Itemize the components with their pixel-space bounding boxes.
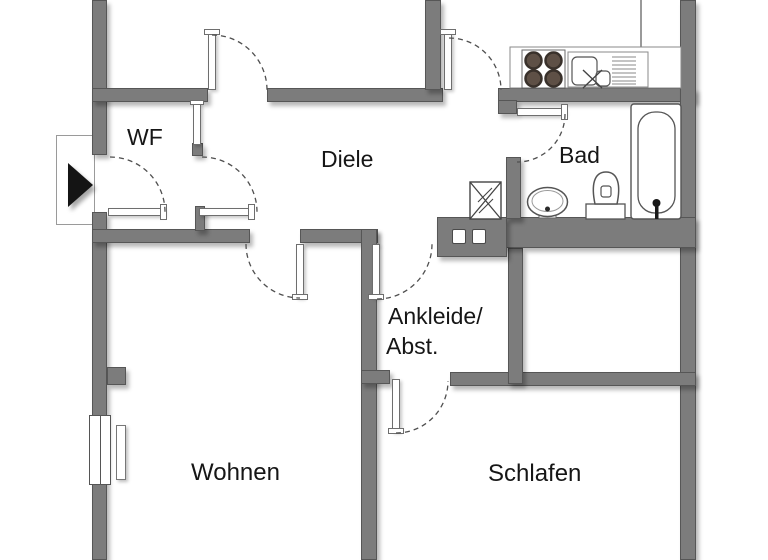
- room-label-schlafen: Schlafen: [488, 460, 582, 487]
- wall-top-a: [92, 88, 208, 102]
- wall-wf-bottom: [92, 229, 250, 243]
- shaft-duct-icon: [472, 229, 486, 244]
- door-leaf: [193, 103, 201, 145]
- room-label-wohnen: Wohnen: [191, 459, 280, 486]
- room-label-wf: WF: [127, 124, 163, 150]
- door-arc: [376, 243, 433, 300]
- wall-ankleide-stub: [361, 370, 390, 384]
- wall-kitchen-divider: [425, 0, 441, 90]
- window-casement: [116, 425, 126, 480]
- room-label-ankleide-line1: Ankleide/: [388, 303, 483, 329]
- toilet-icon: [585, 171, 626, 220]
- door-cap: [190, 100, 204, 105]
- room-label-ankleide-line2: Abst.: [386, 333, 439, 359]
- door-cap: [388, 428, 404, 434]
- door-arc: [448, 37, 502, 91]
- door-cap: [440, 29, 456, 35]
- washbasin-icon: [526, 186, 569, 219]
- kitchen-sink-icon: [567, 51, 649, 89]
- room-label-diele: Diele: [321, 146, 374, 172]
- door-cap: [292, 294, 308, 300]
- window-icon: [89, 415, 111, 485]
- wall-top-c: [498, 88, 696, 102]
- washing-machine-icon: [469, 181, 502, 220]
- wall-left-upper: [92, 0, 107, 155]
- door-arc: [516, 113, 566, 163]
- wall-left-lower: [92, 212, 107, 560]
- shaft-duct-icon: [452, 229, 466, 244]
- wall-diele-wohnen: [300, 229, 378, 243]
- wall-top-c-foot: [498, 100, 517, 114]
- wall-left-tab: [107, 367, 126, 385]
- door-leaf: [199, 208, 249, 216]
- bathtub-icon: [630, 103, 682, 220]
- room-label-bad: Bad: [559, 142, 600, 168]
- wall-schlafen-top: [450, 372, 696, 386]
- door-leaf: [372, 244, 380, 298]
- entrance-porch: [56, 135, 95, 225]
- door-leaf: [108, 208, 164, 216]
- door-cap: [561, 104, 568, 120]
- door-cap: [248, 204, 255, 220]
- wall-right: [680, 0, 696, 560]
- door-cap: [368, 294, 384, 300]
- stove-icon: [524, 51, 563, 88]
- wall-ankleide-right: [508, 248, 523, 384]
- door-leaf: [392, 379, 400, 432]
- door-arc: [395, 380, 449, 434]
- door-arc: [109, 156, 166, 213]
- door-leaf: [517, 108, 565, 116]
- door-arc: [245, 243, 301, 299]
- door-leaf: [296, 244, 304, 298]
- kitchen-counter-icon: [509, 46, 682, 89]
- wall-wf-pier: [195, 206, 205, 231]
- window-mullion: [100, 416, 101, 484]
- wall-top-b: [267, 88, 443, 102]
- door-arc: [211, 34, 268, 91]
- wall-bad-left: [506, 157, 521, 219]
- cabinet-edge-line: [640, 0, 642, 48]
- door-cap: [160, 204, 167, 220]
- door-leaf: [444, 33, 452, 90]
- door-leaf: [208, 33, 216, 90]
- door-cap: [204, 29, 220, 35]
